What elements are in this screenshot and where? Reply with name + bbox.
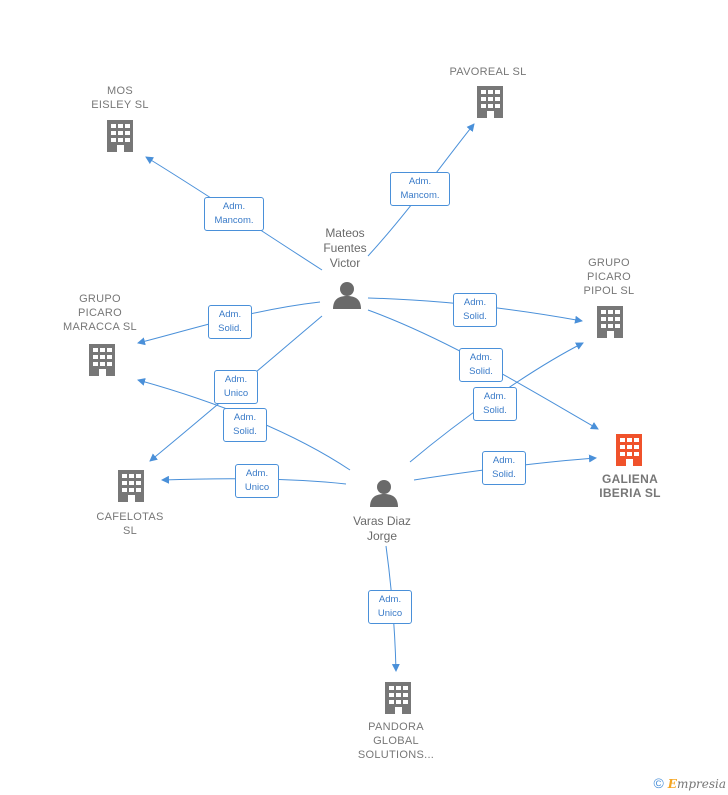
- person-label-mateos[interactable]: Mateos Fuentes Victor: [323, 226, 367, 270]
- edge-label-varas-pipol: Adm. Solid.: [473, 387, 517, 421]
- node-label-grupo-picaro-maracca[interactable]: GRUPO PICARO MARACCA SL: [63, 293, 137, 333]
- node-label-pandora[interactable]: PANDORA GLOBAL SOLUTIONS...: [357, 721, 435, 761]
- building-icon-galiena-iberia: [616, 434, 642, 466]
- node-label-grupo-picaro-pipol[interactable]: GRUPO PICARO PIPOL SL: [583, 257, 635, 297]
- node-label-galiena-iberia[interactable]: GALIENA IBERIA SL: [599, 472, 661, 500]
- edge-label-mateos-maracca: Adm. Solid.: [208, 305, 252, 339]
- edge-label-mateos-cafelotas: Adm. Unico: [214, 370, 258, 404]
- person-label-varas[interactable]: Varas Diaz Jorge: [353, 514, 411, 543]
- person-icon-varas: [370, 480, 398, 507]
- node-label-mos-eisley[interactable]: MOS EISLEY SL: [91, 85, 149, 111]
- copyright-symbol: ©: [653, 775, 664, 791]
- building-icon-cafelotas: [118, 470, 144, 502]
- person-icon-mateos: [333, 282, 361, 309]
- building-icon-grupo-picaro-maracca: [89, 344, 115, 376]
- edge-label-mateos-galiena: Adm. Solid.: [459, 348, 503, 382]
- building-icon-pavoreal: [477, 86, 503, 118]
- footer-brand[interactable]: ©Empresia: [653, 775, 726, 791]
- node-label-cafelotas[interactable]: CAFELOTAS SL: [96, 511, 164, 537]
- edge-label-varas-cafelotas: Adm. Unico: [235, 464, 279, 498]
- edge-label-mateos-pipol: Adm. Solid.: [453, 293, 497, 327]
- edge-label-pavoreal: Adm. Mancom.: [390, 172, 450, 206]
- edge-label-varas-maracca: Adm. Solid.: [223, 408, 267, 442]
- edge-label-varas-pandora: Adm. Unico: [368, 590, 412, 624]
- building-icon-grupo-picaro-pipol: [597, 306, 623, 338]
- building-icon-pandora: [385, 682, 411, 714]
- building-icon-mos-eisley: [107, 120, 133, 152]
- edge-label-mos-eisley: Adm. Mancom.: [204, 197, 264, 231]
- node-label-pavoreal[interactable]: PAVOREAL SL: [449, 66, 527, 78]
- edge-label-varas-galiena: Adm. Solid.: [482, 451, 526, 485]
- brand-logo: Empresia: [667, 777, 726, 791]
